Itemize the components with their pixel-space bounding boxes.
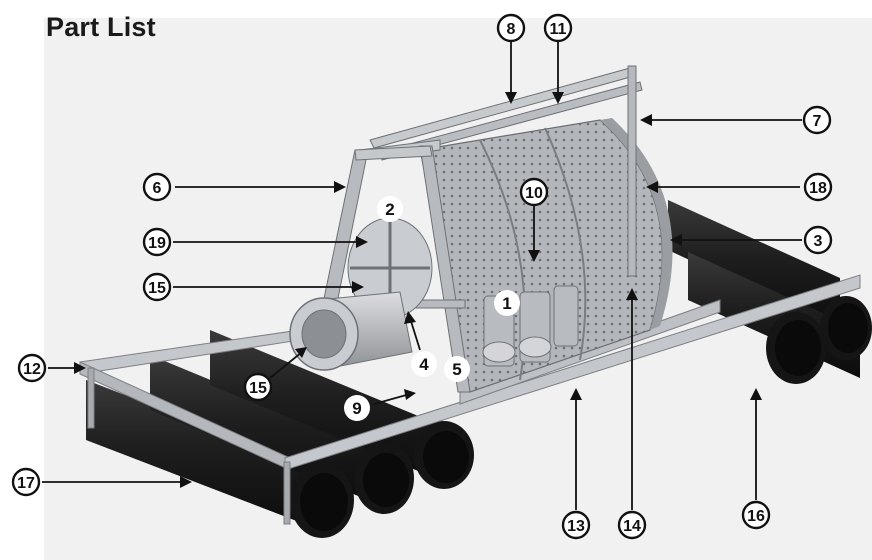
inline-labels: 2 1 4 5 9 — [344, 196, 520, 421]
callout-15-upper: 15 — [142, 272, 172, 302]
svg-text:1: 1 — [502, 294, 511, 313]
svg-text:13: 13 — [567, 518, 585, 535]
svg-text:5: 5 — [452, 360, 461, 379]
svg-text:7: 7 — [813, 113, 822, 130]
callout-14: 14 — [617, 510, 647, 540]
base-frame — [79, 274, 861, 525]
callout-15-lower: 15 — [243, 372, 273, 402]
callout-6: 6 — [142, 172, 172, 202]
leader-lines — [42, 42, 802, 510]
svg-text:4: 4 — [419, 355, 429, 374]
callout-10: 10 — [519, 177, 549, 207]
svg-text:16: 16 — [747, 508, 765, 525]
svg-text:17: 17 — [17, 475, 35, 492]
callout-5: 5 — [444, 356, 470, 382]
svg-text:19: 19 — [148, 235, 166, 252]
svg-text:15: 15 — [148, 280, 166, 297]
callout-1: 1 — [494, 290, 520, 316]
callout-13: 13 — [561, 510, 591, 540]
svg-text:12: 12 — [23, 361, 41, 378]
page-title: Part List — [46, 12, 156, 42]
svg-text:11: 11 — [550, 21, 567, 38]
svg-text:8: 8 — [507, 21, 516, 38]
callout-7: 7 — [802, 105, 832, 135]
callout-2: 2 — [377, 196, 403, 222]
inlet-pipe — [289, 291, 413, 371]
svg-text:10: 10 — [525, 185, 543, 202]
svg-text:9: 9 — [352, 399, 361, 418]
callout-8: 8 — [496, 13, 526, 43]
callout-18: 18 — [803, 172, 833, 202]
svg-text:2: 2 — [385, 200, 394, 219]
svg-text:15: 15 — [249, 380, 267, 397]
svg-text:6: 6 — [153, 180, 162, 197]
rear-floats — [668, 200, 872, 384]
callout-4: 4 — [411, 351, 437, 377]
callout-9: 9 — [344, 395, 370, 421]
callout-12: 12 — [17, 353, 47, 383]
svg-text:3: 3 — [814, 233, 823, 250]
callout-3: 3 — [803, 225, 833, 255]
callout-16: 16 — [741, 500, 771, 530]
callout-19: 19 — [142, 227, 172, 257]
svg-text:18: 18 — [809, 180, 827, 197]
front-floats — [86, 330, 474, 538]
svg-text:14: 14 — [623, 518, 641, 535]
callout-11: 11 — [543, 13, 573, 43]
callout-17: 17 — [11, 467, 41, 497]
drum-end-frame — [321, 145, 471, 393]
